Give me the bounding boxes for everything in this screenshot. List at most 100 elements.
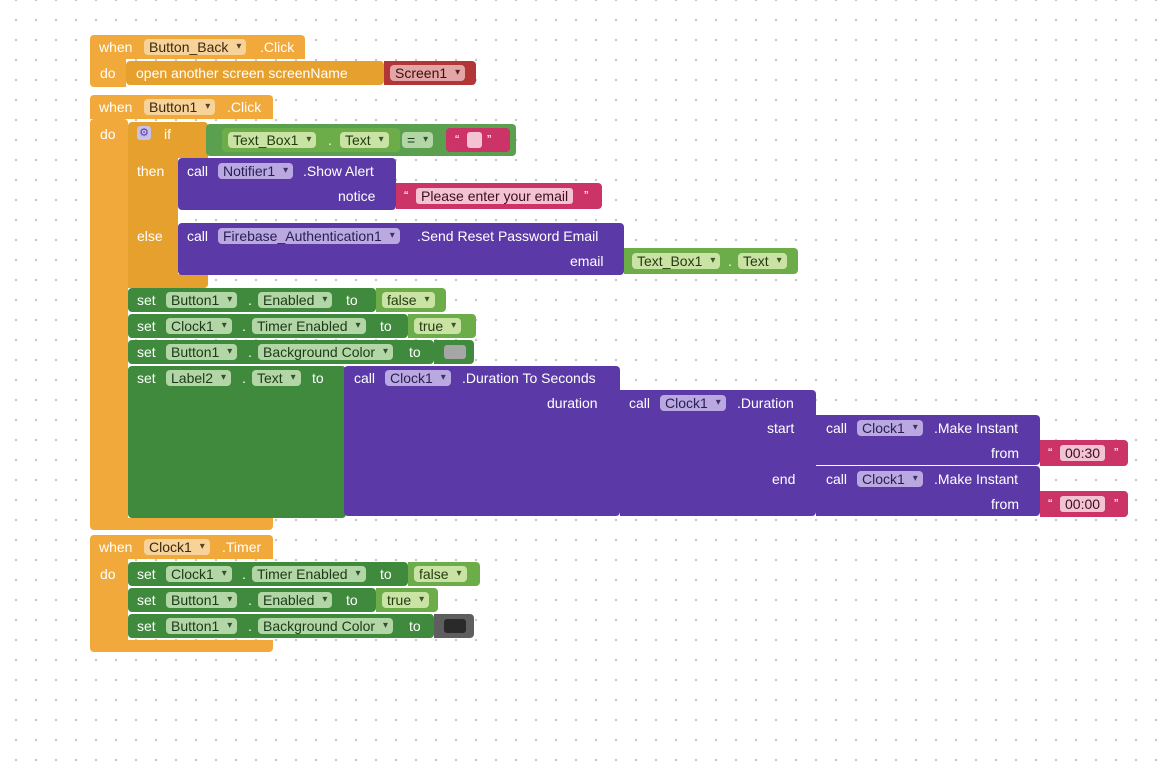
end-time-text-block[interactable]: “ 00:00 ”	[1040, 491, 1128, 517]
quote-open: “	[455, 132, 460, 147]
component-dropdown-button1[interactable]: Button1	[166, 344, 238, 360]
component-dropdown-clock1[interactable]: Clock1	[660, 395, 726, 411]
start-time-value[interactable]: 00:30	[1060, 445, 1106, 461]
set-clock1-timer-enabled-block[interactable]: set Clock1 . Timer Enabled to	[128, 562, 408, 586]
set-button1-enabled-block[interactable]: set Button1 . Enabled to	[128, 288, 376, 312]
event-block-button1-click[interactable]: when Button1 .Click	[90, 95, 273, 119]
boolean-dropdown-false[interactable]: false	[414, 566, 467, 582]
duration-to-seconds-block[interactable]: call Clock1 .Duration To Seconds duratio…	[344, 366, 620, 516]
event-bottom-clock1-timer	[90, 640, 273, 652]
component-dropdown-button1[interactable]: Button1	[144, 99, 216, 115]
component-dropdown-button1[interactable]: Button1	[166, 618, 238, 634]
gray-color-block[interactable]	[434, 340, 474, 364]
email-param-label: email	[570, 253, 604, 269]
property-dropdown-text[interactable]: Text	[738, 253, 787, 269]
to-label: to	[409, 618, 421, 634]
to-label: to	[380, 566, 392, 582]
quote-close: ”	[1114, 445, 1119, 460]
set-label: set	[137, 344, 156, 360]
true-value-block[interactable]: true	[408, 314, 476, 338]
property-dropdown-timer-enabled[interactable]: Timer Enabled	[252, 318, 366, 334]
component-dropdown-text-box1[interactable]: Text_Box1	[228, 132, 317, 148]
make-instant-end-block[interactable]: call Clock1 .Make Instant from	[816, 466, 1040, 516]
do-label: do	[100, 65, 116, 81]
property-dropdown-text[interactable]: Text	[340, 132, 389, 148]
end-time-value[interactable]: 00:00	[1060, 496, 1106, 512]
event-block-button-back-click[interactable]: when Button_Back .Click	[90, 35, 305, 59]
empty-text-block[interactable]: “ ”	[446, 128, 510, 152]
call-label: call	[629, 395, 651, 411]
set-button1-background-color-block[interactable]: set Button1 . Background Color to	[128, 614, 434, 638]
dot-label: .	[248, 618, 252, 634]
component-dropdown-clock1[interactable]: Clock1	[857, 420, 923, 436]
open-screen-block[interactable]: open another screen screenName	[126, 61, 384, 85]
component-dropdown-button-back[interactable]: Button_Back	[144, 39, 247, 55]
email-text-box-getter[interactable]: Text_Box1 . Text	[624, 248, 798, 274]
false-value-block[interactable]: false	[408, 562, 480, 586]
notifier-show-alert-block[interactable]: call Notifier1 .Show Alert notice	[178, 158, 396, 210]
compare-block[interactable]: Text_Box1 . Text = “ ”	[206, 124, 516, 156]
event-bottom-button1-click	[90, 518, 273, 530]
make-instant-start-block[interactable]: call Clock1 .Make Instant from	[816, 415, 1040, 465]
duration-block[interactable]: call Clock1 .Duration start end	[620, 390, 816, 516]
gear-icon[interactable]: ⚙	[137, 126, 151, 140]
event-block-clock1-timer[interactable]: when Clock1 .Timer	[90, 535, 273, 559]
if-block[interactable]: ⚙ if	[128, 122, 208, 158]
when-label: when	[99, 539, 133, 555]
component-dropdown-clock1[interactable]: Clock1	[385, 370, 451, 386]
set-label: set	[137, 618, 156, 634]
component-dropdown-clock1[interactable]: Clock1	[144, 539, 210, 555]
boolean-dropdown-true[interactable]: true	[382, 592, 430, 608]
false-value-block[interactable]: false	[376, 288, 446, 312]
quote-open: “	[404, 188, 409, 203]
call-label: call	[187, 163, 209, 179]
component-dropdown-text-box1[interactable]: Text_Box1	[632, 253, 721, 269]
set-button1-background-color-block[interactable]: set Button1 . Background Color to	[128, 340, 434, 364]
duration-param-label: duration	[547, 395, 598, 411]
dot-label: .	[242, 318, 246, 334]
property-dropdown-enabled[interactable]: Enabled	[258, 292, 333, 308]
notice-text-block[interactable]: “ Please enter your email ”	[396, 183, 602, 209]
set-clock1-timer-enabled-block[interactable]: set Clock1 . Timer Enabled to	[128, 314, 408, 338]
gray-color-swatch[interactable]	[444, 345, 466, 359]
black-color-swatch[interactable]	[444, 619, 466, 633]
property-dropdown-background-color[interactable]: Background Color	[258, 344, 394, 360]
text-box-text-getter[interactable]: Text_Box1 . Text	[222, 128, 400, 152]
to-label: to	[312, 370, 324, 386]
method-label: .Make Instant	[934, 420, 1019, 436]
component-dropdown-clock1[interactable]: Clock1	[857, 471, 923, 487]
true-value-block[interactable]: true	[376, 588, 438, 612]
property-dropdown-text[interactable]: Text	[252, 370, 301, 386]
component-dropdown-firebase[interactable]: Firebase_Authentication1	[218, 228, 400, 244]
event-name-label: .Click	[260, 39, 295, 55]
property-dropdown-timer-enabled[interactable]: Timer Enabled	[252, 566, 366, 582]
set-button1-enabled-block[interactable]: set Button1 . Enabled to	[128, 588, 376, 612]
dot-label: .	[248, 344, 252, 360]
component-dropdown-label2[interactable]: Label2	[166, 370, 232, 386]
property-dropdown-background-color[interactable]: Background Color	[258, 618, 394, 634]
screen-name-block[interactable]: Screen1	[384, 61, 476, 85]
compare-operator-dropdown[interactable]: =	[402, 132, 434, 148]
black-color-block[interactable]	[434, 614, 474, 638]
firebase-reset-password-block[interactable]: call Firebase_Authentication1 .Send Rese…	[178, 223, 624, 275]
dot-label: .	[242, 370, 246, 386]
call-label: call	[826, 471, 848, 487]
boolean-dropdown-false[interactable]: false	[382, 292, 435, 308]
component-dropdown-button1[interactable]: Button1	[166, 292, 238, 308]
to-label: to	[346, 592, 358, 608]
component-dropdown-notifier1[interactable]: Notifier1	[218, 163, 294, 179]
component-dropdown-clock1[interactable]: Clock1	[166, 566, 232, 582]
start-time-text-block[interactable]: “ 00:30 ”	[1040, 440, 1128, 466]
from-param-label: from	[991, 445, 1019, 461]
component-dropdown-button1[interactable]: Button1	[166, 592, 238, 608]
set-label2-text-block[interactable]: set Label2 . Text to	[128, 366, 346, 518]
screen-dropdown[interactable]: Screen1	[390, 65, 466, 81]
boolean-dropdown-true[interactable]: true	[414, 318, 462, 334]
event-name-label: .Click	[227, 99, 262, 115]
notice-text-value[interactable]: Please enter your email	[416, 188, 574, 204]
quote-open: “	[1048, 445, 1053, 460]
component-dropdown-clock1[interactable]: Clock1	[166, 318, 232, 334]
empty-text-value[interactable]	[467, 132, 482, 148]
property-dropdown-enabled[interactable]: Enabled	[258, 592, 333, 608]
method-label: .Duration To Seconds	[462, 370, 596, 386]
